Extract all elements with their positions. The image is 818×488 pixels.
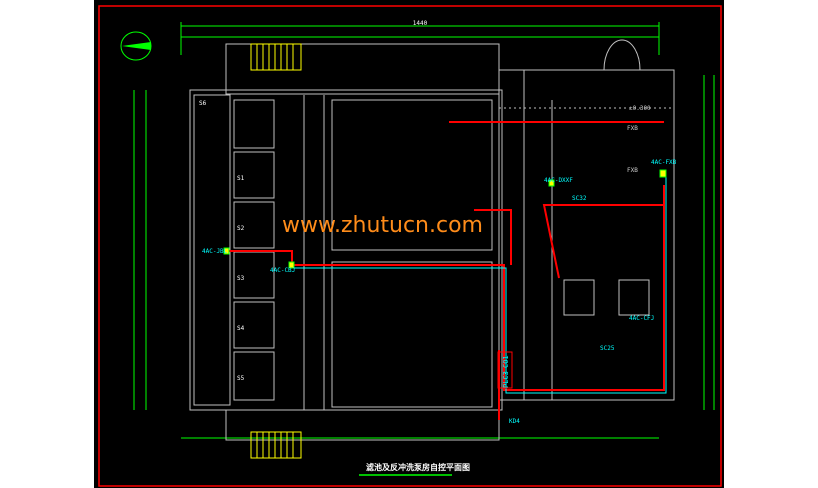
walls: [189, 39, 675, 441]
label-kd4: KD4: [509, 418, 520, 425]
label-fxb: 4AC-FXB: [651, 159, 677, 166]
floor-plan: 1440 S1 S2 S3 S4 S5 S6: [98, 5, 722, 487]
cell-label: S2: [237, 225, 245, 232]
drawing-title: 滤池及反冲洗泵房自控平面图: [366, 462, 470, 472]
drawing-frame: [98, 5, 722, 487]
stairs: [250, 43, 302, 459]
label-dxxf: 4AC-DXXF: [544, 177, 573, 184]
cell-label: S1: [237, 175, 245, 182]
cell-label: S6: [199, 100, 207, 107]
label-cfj: 4AC-CFJ: [629, 315, 654, 322]
plc-label: PLC3: [502, 371, 510, 388]
north-arrow-icon: [120, 31, 152, 61]
dimension-lines: [133, 22, 715, 439]
label-cbj: 4AC-CBJ: [270, 267, 295, 274]
drawing-canvas[interactable]: 1440 S1 S2 S3 S4 S5 S6: [94, 0, 724, 488]
label-fxb-equipment: FXB: [627, 167, 638, 174]
co1-label: CO1: [502, 355, 510, 368]
cell-label: S5: [237, 375, 245, 382]
cell-label: S4: [237, 325, 245, 332]
label-fxb-equipment: FXB: [627, 125, 638, 132]
label-sc25: SC25: [600, 345, 615, 352]
label-jbl: 4AC-JBL: [202, 248, 228, 255]
plc-cabinet[interactable]: PLC3 CO1: [497, 351, 513, 389]
elevation-label: ±0.300: [629, 105, 651, 112]
cable-routes: [226, 121, 665, 420]
cable-trays: [292, 170, 667, 394]
overall-dimension: 1440: [413, 20, 428, 27]
label-sc32: SC32: [572, 195, 587, 202]
watermark: www.zhutucn.com: [282, 213, 483, 238]
control-boxes[interactable]: [223, 169, 667, 269]
cell-label: S3: [237, 275, 245, 282]
